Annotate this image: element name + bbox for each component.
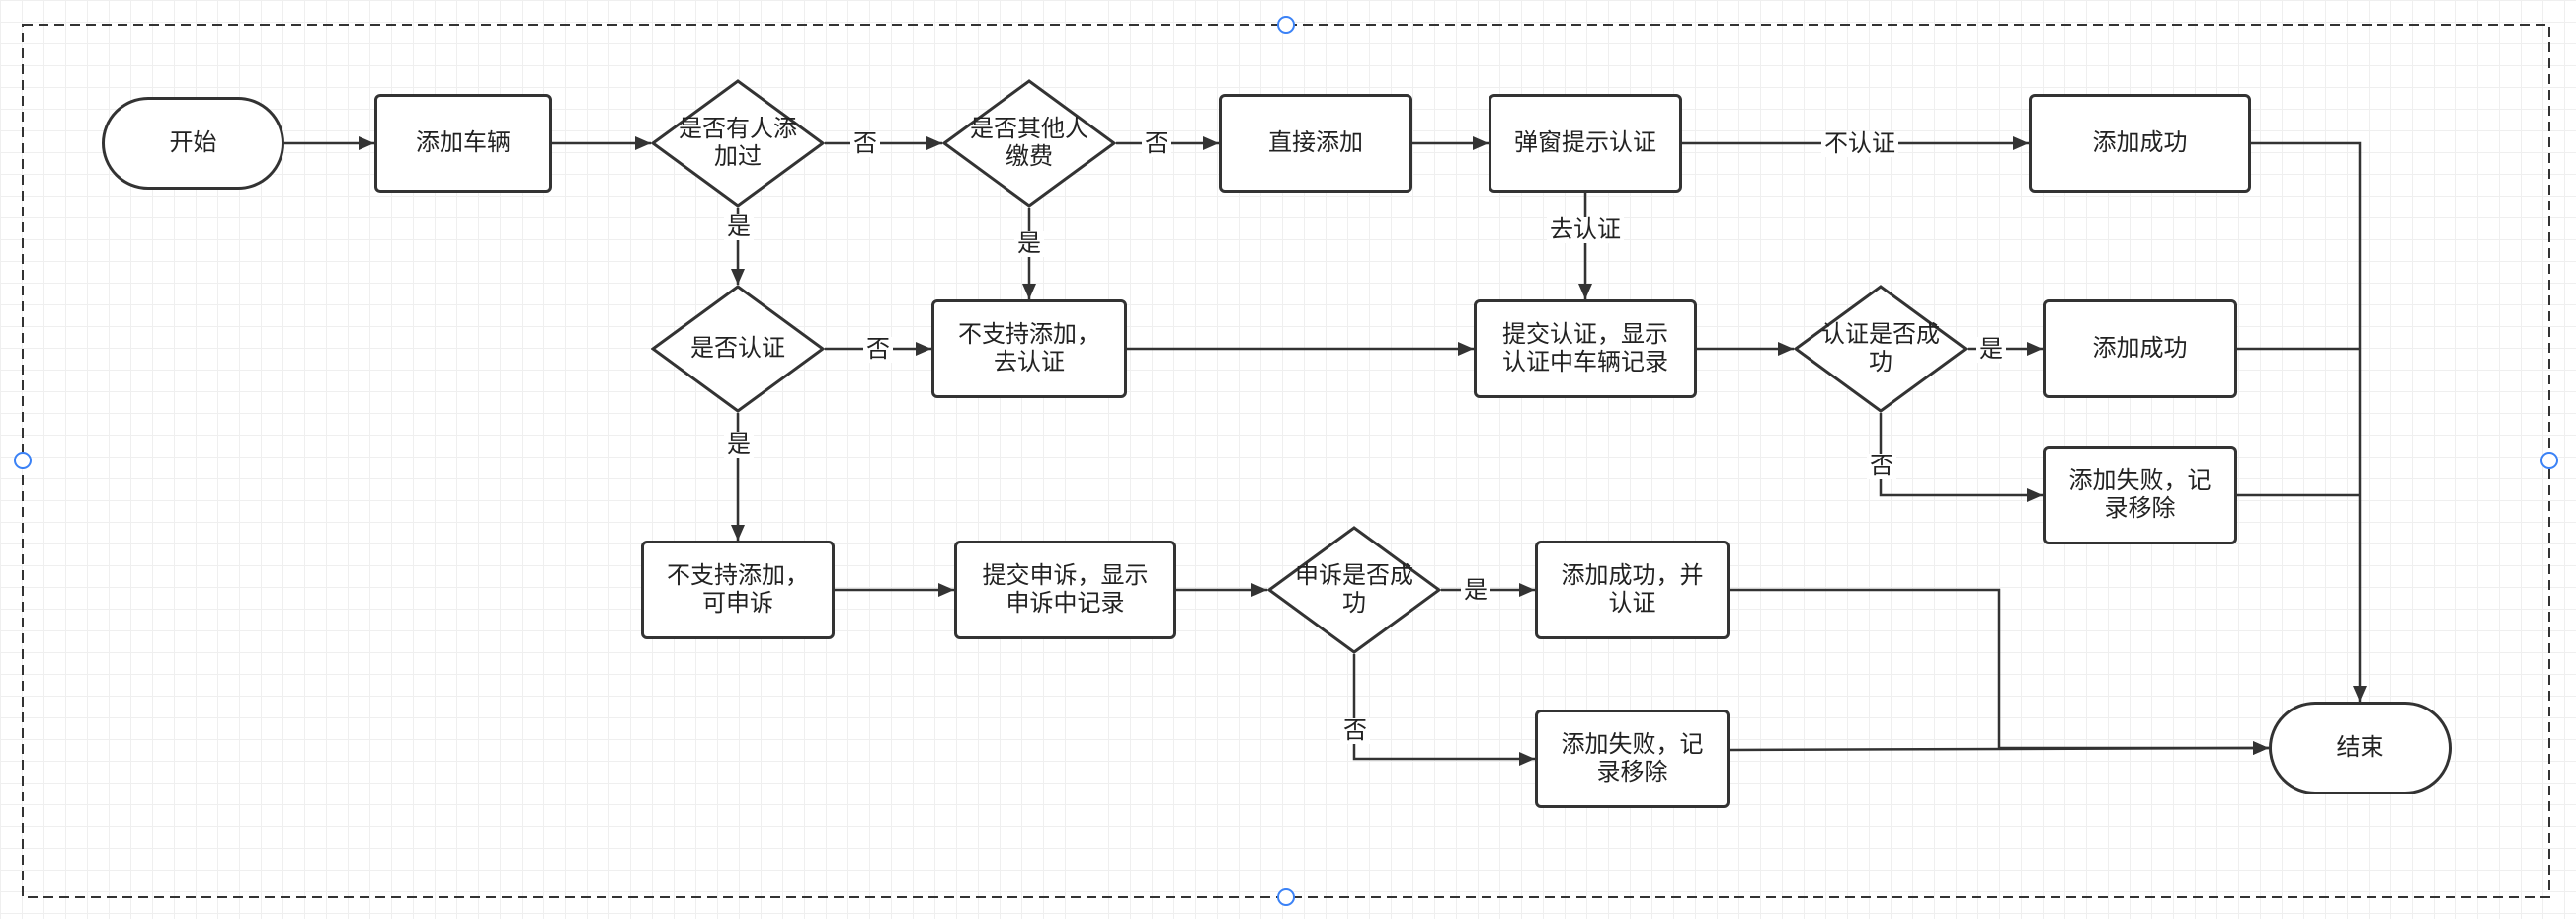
end-node[interactable]: 结束 <box>2269 702 2452 794</box>
direct-add-node[interactable]: 直接添加 <box>1219 94 1412 193</box>
add-fail-node-2[interactable]: 添加失败，记 录移除 <box>1535 710 1730 808</box>
decision-diamond-shape <box>942 79 1116 208</box>
edge-success-verified-to-end[interactable] <box>1730 588 2269 755</box>
edge-verify-success-no[interactable] <box>1879 413 2043 502</box>
add-success-node-2[interactable]: 添加成功 <box>2043 299 2237 398</box>
start-node[interactable]: 开始 <box>102 97 284 190</box>
node-label-line: 提交认证，显示 <box>1502 321 1668 348</box>
edge-label-verify-success-yes: 是 <box>1976 337 2006 363</box>
node-label-line: 去认证 <box>994 349 1065 376</box>
node-label-line: 是否其他人 <box>970 116 1088 142</box>
node-label-line: 功 <box>1342 590 1366 617</box>
edge-fail-2-to-end[interactable] <box>1729 741 2270 756</box>
verified-decision[interactable]: 是否认证 <box>651 285 825 413</box>
node-label-line: 认证是否成 <box>1821 321 1940 348</box>
edge-appeal-success-no[interactable] <box>1352 654 1535 766</box>
node-label-line: 缴费 <box>1006 143 1053 170</box>
submit-verify-node[interactable]: 提交认证，显示 认证中车辆记录 <box>1474 299 1697 398</box>
appeal-success-decision[interactable]: 申诉是否成 功 <box>1267 526 1441 654</box>
popup-verify-node[interactable]: 弹窗提示认证 <box>1489 94 1682 193</box>
add-success-node-1[interactable]: 添加成功 <box>2029 94 2251 193</box>
node-label-line: 录移除 <box>2104 495 2176 522</box>
node-label-line: 添加失败，记 <box>2068 467 2212 494</box>
added-by-others-decision[interactable]: 是否有人添 加过 <box>651 79 825 208</box>
add-success-verified-node[interactable]: 添加成功，并 认证 <box>1535 541 1730 639</box>
node-label-line: 加过 <box>714 143 762 170</box>
node-label-line: 认证中车辆记录 <box>1502 349 1668 376</box>
others-paid-decision[interactable]: 是否其他人 缴费 <box>942 79 1116 208</box>
decision-diamond-shape <box>1794 285 1968 413</box>
node-label: 是否认证 <box>690 335 785 362</box>
node-label-line: 不支持添加， <box>667 562 809 589</box>
decision-diamond-shape <box>1267 526 1441 654</box>
node-label: 添加成功 <box>2092 129 2188 156</box>
add-vehicle-node[interactable]: 添加车辆 <box>374 94 552 193</box>
node-label-line: 功 <box>1869 349 1892 376</box>
edge-label-verified-no: 否 <box>863 337 893 363</box>
node-label: 添加车辆 <box>416 129 511 156</box>
node-label-line: 是否有人添 <box>679 116 797 142</box>
add-fail-node-1[interactable]: 添加失败，记 录移除 <box>2043 446 2237 544</box>
resize-handle-left[interactable] <box>14 452 32 469</box>
edge-label-popup-go-verify: 去认证 <box>1547 217 1624 243</box>
edge-label-paid-no: 否 <box>1142 131 1171 157</box>
node-label-line: 添加失败，记 <box>1561 731 1704 758</box>
submit-appeal-node[interactable]: 提交申诉，显示 申诉中记录 <box>954 541 1176 639</box>
edge-label-appeal-success-yes: 是 <box>1461 578 1490 604</box>
verify-success-decision[interactable]: 认证是否成 功 <box>1794 285 1968 413</box>
node-label: 添加成功 <box>2092 335 2188 362</box>
edge-label-verify-success-no: 否 <box>1867 454 1896 479</box>
resize-handle-bottom[interactable] <box>1277 888 1295 906</box>
node-label: 开始 <box>169 129 217 156</box>
node-label: 弹窗提示认证 <box>1514 129 1656 156</box>
edge-label-added-yes: 是 <box>724 214 754 240</box>
node-label: 结束 <box>2336 734 2384 761</box>
node-label-line: 可申诉 <box>702 590 773 617</box>
edge-label-popup-no-verify: 不认证 <box>1821 131 1898 157</box>
edge-label-paid-yes: 是 <box>1014 231 1044 257</box>
node-label-line: 提交申诉，显示 <box>982 562 1149 589</box>
node-label-line: 不支持添加， <box>958 321 1100 348</box>
edge-success-1-to-end[interactable] <box>2251 141 2367 702</box>
node-label-line: 申诉中记录 <box>1006 590 1125 617</box>
not-supported-verify-node[interactable]: 不支持添加， 去认证 <box>931 299 1127 398</box>
edge-label-appeal-success-no: 否 <box>1340 718 1370 744</box>
node-label: 直接添加 <box>1268 129 1363 156</box>
resize-handle-top[interactable] <box>1277 16 1295 34</box>
node-label-line: 录移除 <box>1596 759 1668 786</box>
resize-handle-right[interactable] <box>2540 452 2558 469</box>
node-label-line: 申诉是否成 <box>1295 562 1413 589</box>
not-supported-appeal-node[interactable]: 不支持添加， 可申诉 <box>641 541 835 639</box>
edge-label-added-no: 否 <box>850 131 880 157</box>
node-label-line: 添加成功，并 <box>1561 562 1704 589</box>
decision-diamond-shape <box>651 285 825 413</box>
edge-label-verified-yes: 是 <box>724 432 754 458</box>
decision-diamond-shape <box>651 79 825 208</box>
node-label-line: 认证 <box>1608 590 1656 617</box>
